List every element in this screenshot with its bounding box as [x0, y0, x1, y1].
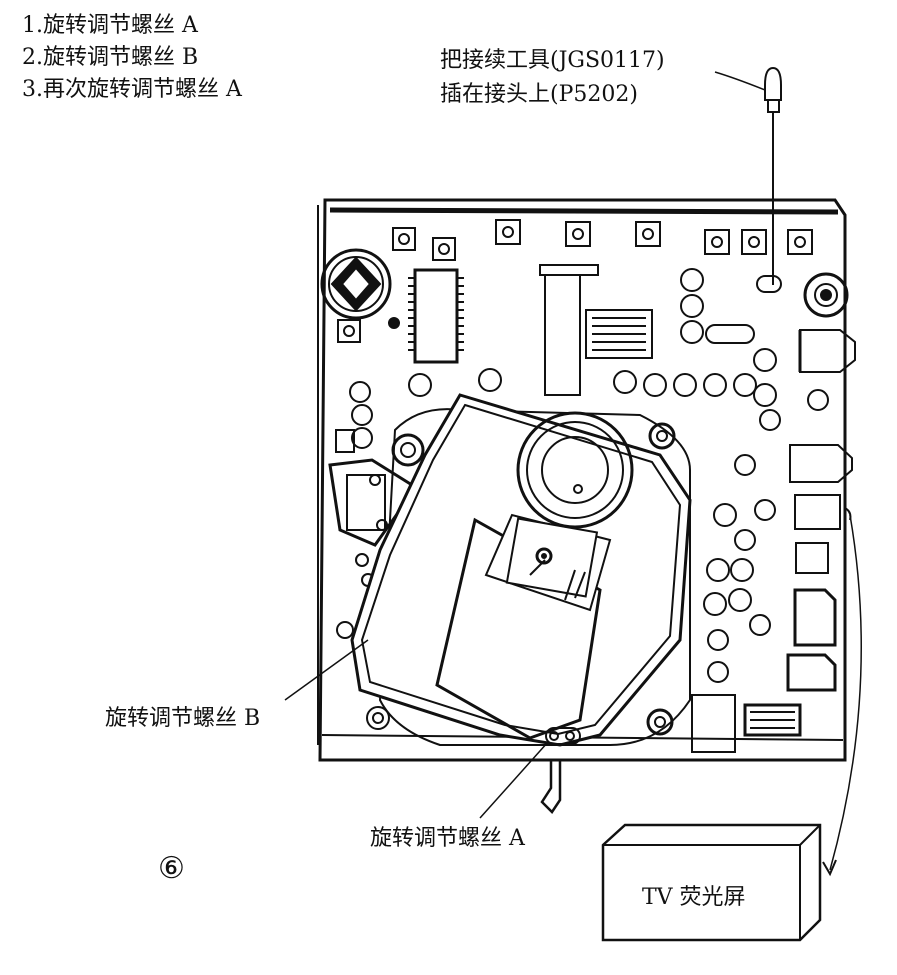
allen-key — [540, 758, 562, 814]
tool-note-line2: 插在接头上(P5202) — [440, 82, 638, 107]
tool-note-line1: 把接续工具(JGS0117) — [440, 48, 665, 73]
screw-b-label: 旋转调节螺丝 B — [105, 706, 261, 731]
right-components — [613, 268, 856, 753]
screw-a-label: 旋转调节螺丝 A — [370, 826, 525, 851]
step-3: 3.再次旋转调节螺丝 A — [22, 77, 242, 102]
ic-chip — [388, 268, 464, 364]
tv-screen-label: TV 荧光屏 — [642, 885, 746, 910]
chassis — [317, 198, 847, 762]
jgs-tool-probe — [714, 66, 782, 285]
pickup-sled — [350, 393, 692, 747]
turntable-plate — [378, 408, 691, 746]
adjust-knob — [320, 248, 392, 320]
leader-lines — [284, 639, 549, 819]
tv-lead-wire — [822, 507, 862, 877]
step-list: 1.旋转调节螺丝 A 2.旋转调节螺丝 B 3.再次旋转调节螺丝 A — [22, 10, 242, 106]
step-1: 1.旋转调节螺丝 A — [22, 13, 198, 38]
flex-cable — [539, 264, 653, 396]
figure-number: ⑥ — [158, 851, 185, 886]
connector-pads — [337, 219, 813, 343]
step-2: 2.旋转调节螺丝 B — [22, 45, 199, 70]
tv-screen-box — [601, 823, 822, 942]
